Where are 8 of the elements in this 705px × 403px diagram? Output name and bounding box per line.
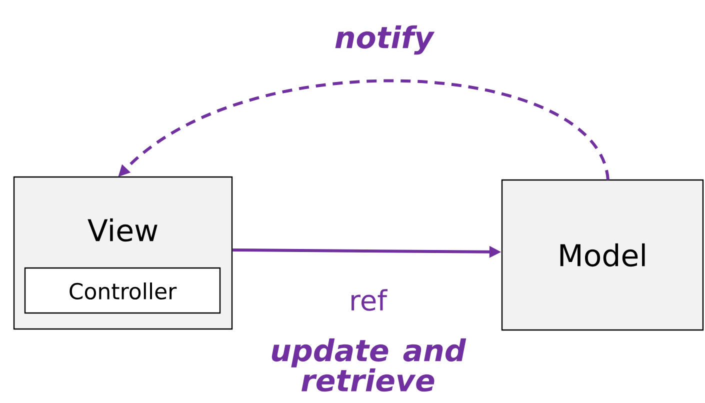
component-box xyxy=(501,179,704,331)
note-text: update and retrieve xyxy=(272,338,466,392)
component-box xyxy=(24,267,221,314)
box-label: View xyxy=(88,218,158,242)
box-label: Model xyxy=(560,243,645,267)
edge-label: notify xyxy=(335,25,435,55)
box-label: Controller xyxy=(70,282,177,300)
edge-label: ref xyxy=(352,289,388,311)
